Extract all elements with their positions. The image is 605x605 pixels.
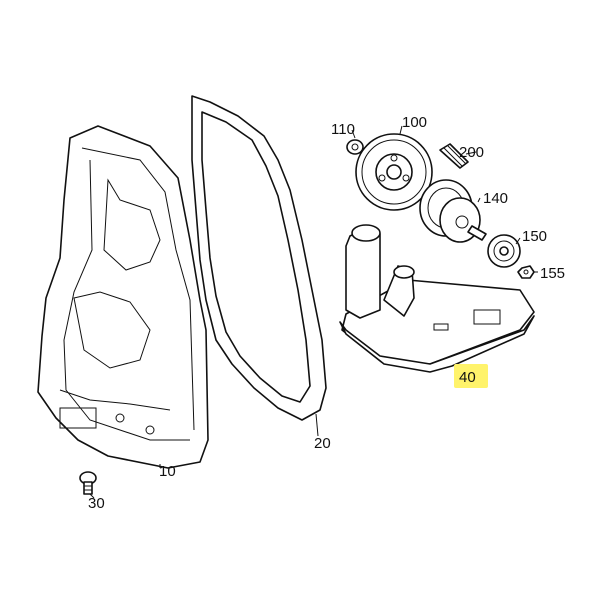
- label-155[interactable]: 155: [540, 265, 565, 282]
- label-110[interactable]: 110: [331, 121, 355, 138]
- part-155-nut[interactable]: [517, 265, 535, 279]
- part-200-spring[interactable]: [439, 143, 469, 169]
- part-30-bolt[interactable]: [79, 471, 97, 495]
- label-150[interactable]: 150: [522, 228, 547, 245]
- part-150-pulley[interactable]: [487, 234, 521, 268]
- label-140[interactable]: 140: [483, 190, 508, 207]
- label-200[interactable]: 200: [459, 144, 484, 161]
- leader-lines: [89, 125, 538, 499]
- part-20-gasket[interactable]: [191, 95, 327, 421]
- part-100-gear[interactable]: [355, 133, 433, 211]
- part-140-pump[interactable]: [419, 179, 487, 243]
- label-100[interactable]: 100: [402, 114, 427, 131]
- label-30[interactable]: 30: [88, 495, 105, 512]
- part-10-oil-pan[interactable]: [37, 125, 209, 469]
- label-40[interactable]: 40: [459, 369, 476, 386]
- label-10[interactable]: 10: [159, 463, 176, 480]
- part-40-filter[interactable]: [339, 224, 535, 373]
- part-110-washer[interactable]: [346, 139, 364, 155]
- label-20[interactable]: 20: [314, 435, 331, 452]
- highlight-box-40: [454, 364, 488, 388]
